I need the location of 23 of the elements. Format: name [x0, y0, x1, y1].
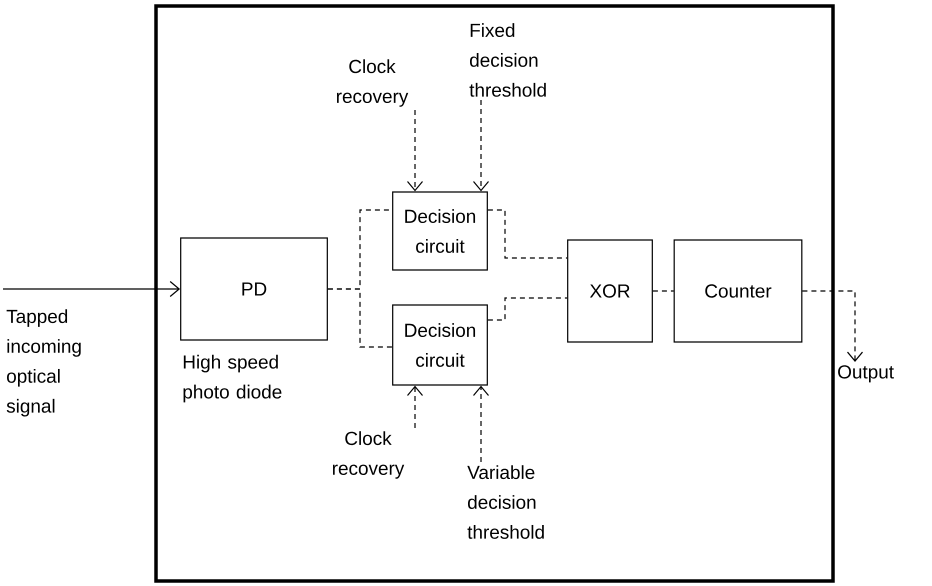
input-label: Variable decision threshold [467, 465, 544, 539]
arrow [802, 290, 863, 362]
counter-box: Counter [674, 239, 802, 343]
connector-line [488, 297, 568, 321]
input-label: Clock recovery [332, 431, 404, 479]
circuit-box: Decision circuit [392, 304, 488, 386]
connector-line [652, 290, 674, 292]
arrow [407, 386, 423, 428]
arrow [473, 100, 489, 192]
signal-label: Tapped incoming optical signal [6, 309, 81, 416]
connector-line [488, 209, 568, 259]
frame-box [154, 4, 835, 583]
output-label: Output [838, 365, 894, 382]
photodiode-box: PD [180, 237, 328, 341]
arrow [3, 281, 180, 297]
circuit-box: Decision circuit [392, 191, 488, 271]
arrow [407, 110, 423, 192]
xor-box: XOR [567, 239, 653, 343]
connector-line [328, 288, 392, 348]
arrow [473, 386, 489, 462]
input-label: Clock recovery [336, 59, 408, 107]
caption-text: High speed photo diode [184, 354, 282, 402]
input-label: Fixed decision threshold [469, 23, 546, 97]
